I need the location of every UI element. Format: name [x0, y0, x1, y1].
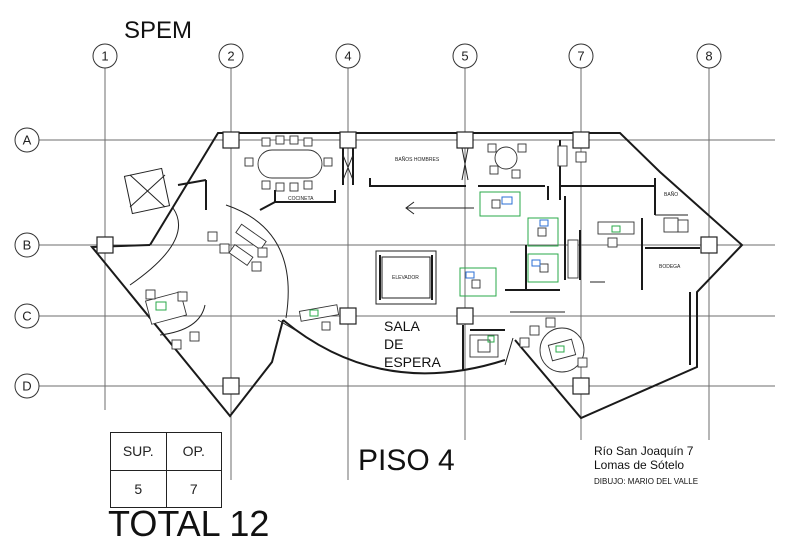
grid-bubble-row-d: D: [14, 373, 40, 399]
grid-bubble-col-5: 5: [452, 43, 478, 69]
table-value-op: 7: [165, 469, 222, 508]
elevator-shaft: [375, 250, 437, 305]
structural-columns: [96, 131, 718, 395]
room-label-bodega: BODEGA: [659, 264, 681, 270]
address-line2: Lomas de Sótelo: [594, 458, 684, 472]
circulation-arrow: [405, 201, 474, 215]
reception-furniture: [207, 223, 268, 272]
grid-label-col-8: 8: [705, 49, 712, 64]
grid-label-row-c: C: [22, 309, 31, 324]
grid-label-col-5: 5: [461, 49, 468, 64]
total-label: TOTAL 12: [108, 503, 269, 544]
grid-bubble-col-1: 1: [92, 43, 118, 69]
grid-bubble-row-b: B: [14, 232, 40, 258]
grid-bubble-col-8: 8: [696, 43, 722, 69]
grid-label-row-b: B: [23, 238, 32, 253]
sala-label-line3: ESPERA: [384, 354, 441, 370]
left-office-furniture: [144, 289, 206, 350]
grid-label-row-a: A: [23, 133, 32, 148]
right-office-furniture: [597, 217, 689, 248]
bottom-right-office-furniture: [519, 317, 588, 373]
interior-walls: [123, 140, 700, 370]
sala-desk-furniture: [277, 304, 340, 331]
room-label-elevador: ELEVADOR: [392, 275, 419, 281]
floor-label: PISO 4: [358, 444, 455, 477]
grid-label-col-1: 1: [101, 49, 108, 64]
plan-title: SPEM: [124, 17, 192, 44]
grid-label-row-d: D: [22, 379, 31, 394]
grid-bubble-row-a: A: [14, 127, 40, 153]
grid-label-col-4: 4: [344, 49, 351, 64]
grid-bubble-col-7: 7: [568, 43, 594, 69]
table-header-op: OP.: [165, 432, 222, 471]
grid-bubble-col-4: 4: [335, 43, 361, 69]
top-right-office-furniture: [487, 143, 587, 179]
grid-label-col-7: 7: [577, 49, 584, 64]
grid-bubble-row-c: C: [14, 303, 40, 329]
workstations: [459, 191, 579, 297]
small-office-furniture: [469, 334, 499, 358]
room-label-banos-hombres: BAÑOS HOMBRES: [395, 156, 440, 163]
table-header-sup: SUP.: [110, 432, 167, 471]
sala-label-line1: SALA: [384, 318, 420, 334]
grid-label-col-2: 2: [227, 49, 234, 64]
grid-bubble-col-2: 2: [218, 43, 244, 69]
sala-label-line2: DE: [384, 336, 403, 352]
meeting-room-furniture: [244, 135, 333, 192]
staff-count-table: SUP. OP. 5 7: [110, 432, 222, 508]
table-value-sup: 5: [110, 469, 167, 508]
address-line1: Río San Joaquín 7: [594, 444, 694, 458]
grid-lines: [38, 68, 775, 480]
drawing-credit: DIBUJO: MARIO DEL VALLE: [594, 477, 698, 486]
room-label-cocineta: COCINETA: [288, 196, 314, 202]
room-label-bano: BAÑO: [664, 191, 678, 198]
